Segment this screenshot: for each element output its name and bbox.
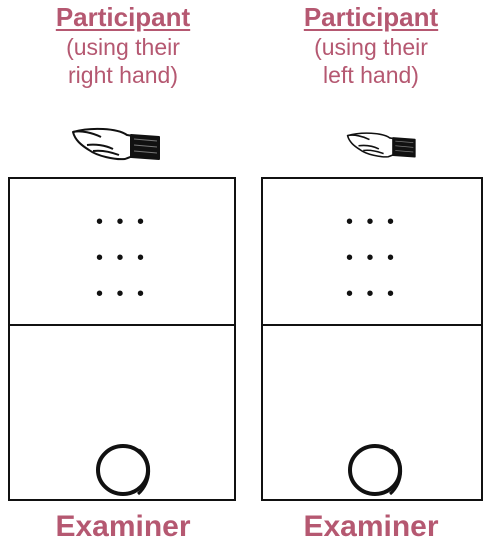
- participant-subtitle-line1: (using their: [261, 34, 481, 61]
- panel-divider: [10, 324, 234, 326]
- panel-divider: [263, 324, 481, 326]
- diagram-panel: • • • • • • • • •: [261, 177, 483, 501]
- right-column: Participant (using their left hand) • • …: [261, 0, 481, 549]
- participant-subtitle-line1: (using their: [8, 34, 238, 61]
- dot-row: • • •: [96, 289, 148, 299]
- dot-row: • • •: [346, 289, 398, 299]
- participant-subtitle-line2: left hand): [261, 62, 481, 89]
- pointing-hand-icon: [346, 128, 418, 162]
- dot-row: • • •: [346, 253, 398, 263]
- dot-row: • • •: [96, 217, 148, 227]
- participant-title: Participant: [8, 2, 238, 32]
- dot-row: • • •: [96, 253, 148, 263]
- participant-subtitle-line2: right hand): [8, 62, 238, 89]
- left-column: Participant (using their right hand) • •…: [8, 0, 238, 549]
- examiner-label: Examiner: [8, 510, 238, 544]
- circle-icon: [346, 442, 406, 498]
- diagram-panel: • • • • • • • • •: [8, 177, 236, 501]
- examiner-label: Examiner: [261, 510, 481, 544]
- participant-title: Participant: [261, 2, 481, 32]
- pointing-hand-icon: [71, 123, 163, 165]
- circle-icon: [94, 442, 154, 498]
- dot-row: • • •: [346, 217, 398, 227]
